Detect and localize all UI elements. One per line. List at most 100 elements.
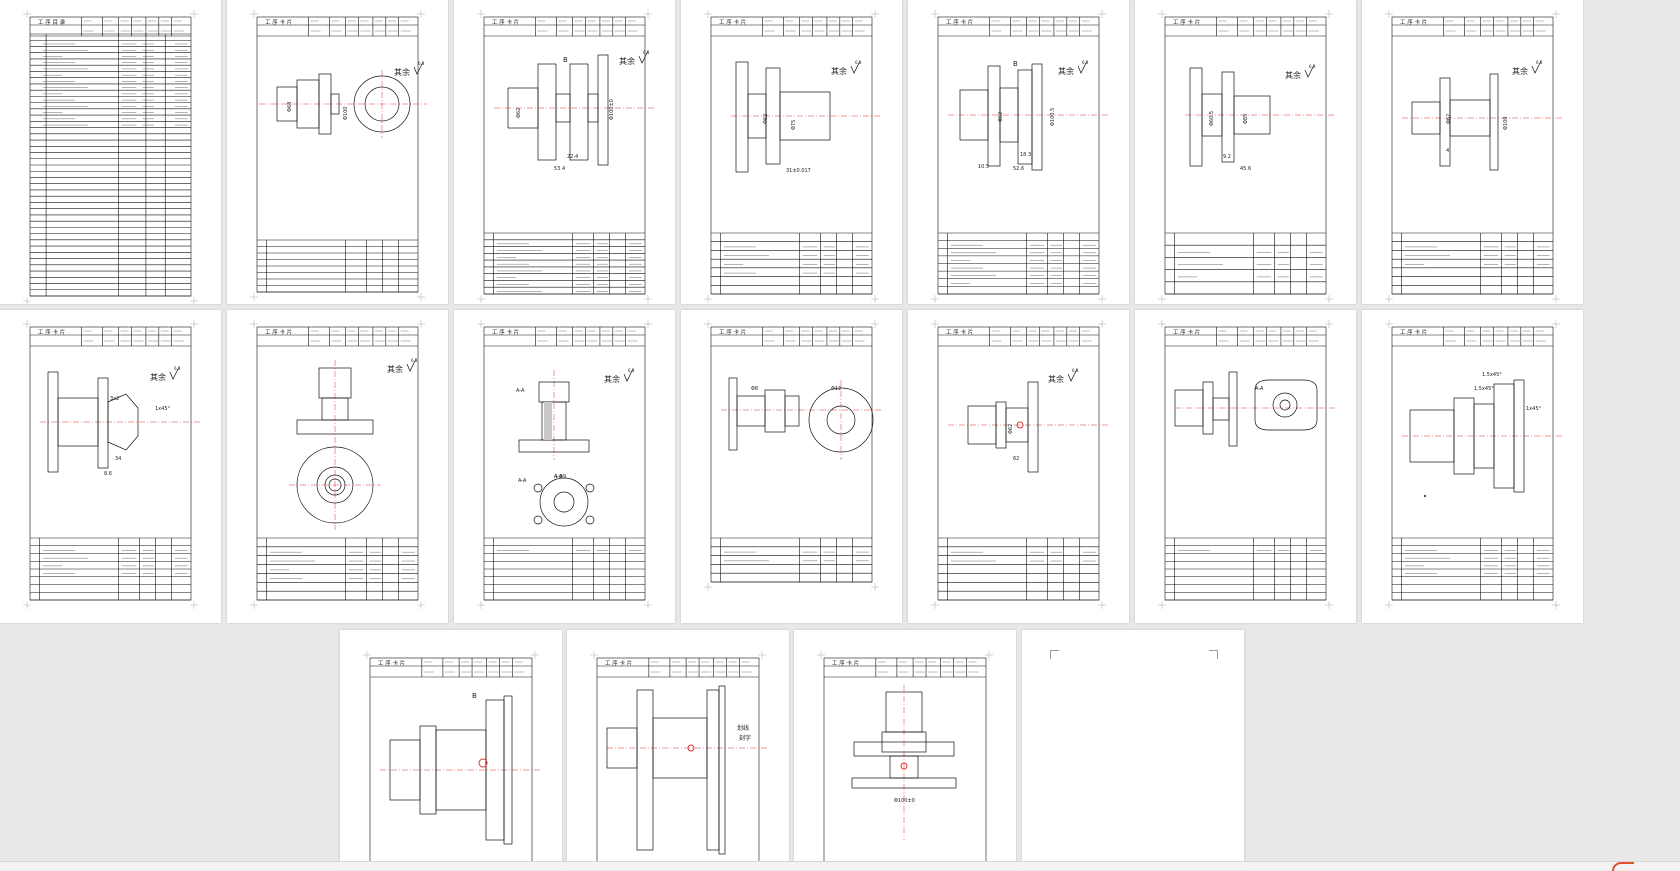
- cursor-dot: [1424, 495, 1426, 497]
- roughness-note: 其余: [394, 67, 410, 77]
- roughness-note: 其余: [1512, 66, 1528, 76]
- card-title: 工 序 卡 片: [719, 18, 746, 26]
- card-title: 工 序 卡 片: [378, 659, 405, 667]
- page-drawing: 工 序 卡 片 1.5x45° 1.5x45° 1x45°: [1385, 320, 1562, 609]
- roughness-note: 其余: [150, 372, 166, 382]
- scroll-indicator[interactable]: [1612, 862, 1634, 871]
- dimension-label: 45.6: [1240, 166, 1251, 172]
- callout-label: B: [1013, 60, 1018, 68]
- page-drawing: 工 序 卡 片 Φ8 Φ12: [704, 320, 881, 591]
- dimension-label: Φ100: [343, 107, 349, 120]
- dimension-label: Φ62: [998, 112, 1004, 122]
- dimension-label: 4-Φ9: [554, 474, 566, 480]
- card-title: 工 序 卡 片: [605, 659, 632, 667]
- dimension-label: Φ100±0: [894, 798, 915, 804]
- annotation-text: 刻字: [739, 734, 751, 742]
- dimension-label: Φ60.5: [1209, 111, 1215, 126]
- page-thumbnail-14[interactable]: 工 序 卡 片 1.5x45° 1.5x45° 1x45°: [1362, 310, 1583, 623]
- dimension-label: Φ8: [751, 386, 758, 392]
- dimension-label: Φ75: [791, 120, 797, 130]
- dimension-label: 52.6: [1013, 166, 1024, 172]
- dimension-label: 22.4: [567, 154, 578, 160]
- roughness-value: 6.3: [1536, 60, 1543, 65]
- section-label: A-A: [516, 388, 525, 394]
- page-drawing: 工 序 目 录: [23, 10, 198, 304]
- dimension-label: Φ100±0: [609, 99, 615, 120]
- roughness-note: 其余: [831, 66, 847, 76]
- card-title: 工 序 卡 片: [719, 328, 746, 336]
- dimension-label: 31±0.017: [786, 168, 811, 174]
- card-title: 工 序 卡 片: [38, 328, 65, 336]
- card-title: 工 序 卡 片: [492, 18, 519, 26]
- card-title: 工 序 卡 片: [1173, 328, 1200, 336]
- card-title: 工 序 卡 片: [1173, 18, 1200, 26]
- roughness-value: 6.3: [1082, 60, 1089, 65]
- roughness-value: 6.3: [1309, 64, 1316, 69]
- section-label: A-A: [1255, 386, 1264, 392]
- dimension-label: Φ85: [1243, 114, 1249, 124]
- roughness-note: 其余: [1048, 374, 1064, 384]
- page-thumbnail-18[interactable]: [1022, 630, 1244, 869]
- dimension-label: 9.2: [1223, 154, 1231, 160]
- dimension-label: Φ68: [287, 102, 293, 112]
- roughness-value: 6.3: [643, 50, 650, 55]
- dimension-label: Φ62: [763, 114, 769, 124]
- dimension-label: 1.5x45°: [1474, 386, 1494, 392]
- page-drawing: 工 序 卡 片 A-A: [1158, 320, 1335, 609]
- card-title: 工 序 卡 片: [832, 659, 859, 667]
- dimension-label: 62: [1013, 456, 1019, 462]
- page-thumbnail-6[interactable]: 工 序 卡 片 Φ60.5 Φ85 9.2 45.6 其余 6.3: [1135, 0, 1356, 304]
- crop-mark: [1050, 650, 1059, 659]
- dimension-label: Φ100.5: [1050, 108, 1056, 126]
- card-title: 工 序 卡 片: [946, 328, 973, 336]
- roughness-note: 其余: [619, 56, 635, 66]
- card-title: 工 序 目 录: [38, 18, 66, 26]
- dimension-label: Φ100: [1503, 117, 1509, 130]
- page-thumbnail-13[interactable]: 工 序 卡 片 A-A: [1135, 310, 1356, 623]
- page-thumbnail-16[interactable]: 工 序 卡 片划线刻字: [567, 630, 789, 869]
- dimension-label: 34: [115, 456, 121, 462]
- card-title: 工 序 卡 片: [265, 18, 292, 26]
- page-drawing: 工 序 卡 片 Φ60.5 Φ85 9.2 45.6 其余 6.3: [1158, 10, 1335, 303]
- annotation-text: 划线: [737, 724, 749, 732]
- roughness-note: 其余: [604, 374, 620, 384]
- roughness-value: 6.3: [174, 366, 181, 371]
- dimension-label: Φ62: [1008, 424, 1014, 434]
- crop-mark: [1209, 650, 1218, 659]
- page-thumbnail-11[interactable]: 工 序 卡 片 Φ8 Φ12: [681, 310, 902, 623]
- dimension-label: 3x2: [110, 396, 119, 402]
- page-thumbnail-17[interactable]: 工 序 卡 片 Φ100±0: [794, 630, 1016, 869]
- dimension-label: 1x45°: [1526, 406, 1542, 412]
- card-title: 工 序 卡 片: [1400, 328, 1427, 336]
- page-thumbnail-1[interactable]: 工 序 目 录: [0, 0, 221, 304]
- dimension-label: 18.3: [1020, 152, 1031, 158]
- dimension-label: 1.5x45°: [1482, 372, 1502, 378]
- roughness-value: 6.3: [628, 368, 635, 373]
- dimension-label: Φ12: [831, 386, 841, 392]
- roughness-value: 6.3: [418, 61, 425, 66]
- roughness-note: 其余: [1285, 70, 1301, 80]
- card-title: 工 序 卡 片: [265, 328, 292, 336]
- roughness-note: 其余: [1058, 66, 1074, 76]
- callout-label: B: [563, 56, 568, 64]
